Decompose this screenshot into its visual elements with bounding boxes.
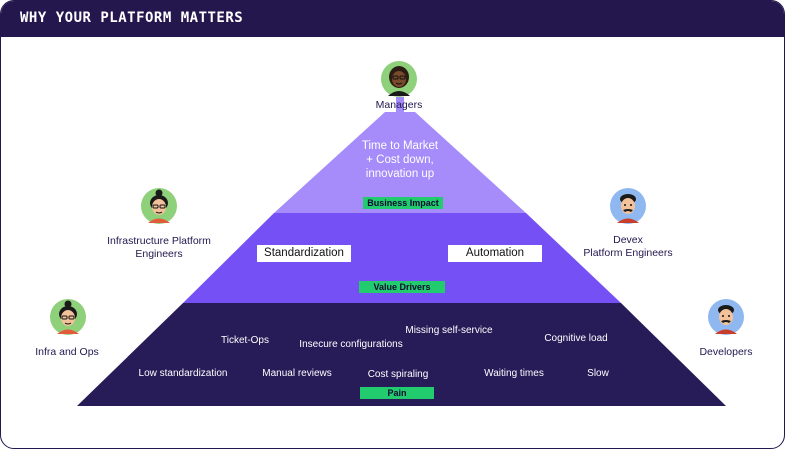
pain-item: Slow xyxy=(587,368,609,379)
infra-platform-label: Infrastructure Platform Engineers xyxy=(107,235,211,260)
devex-label: Devex Platform Engineers xyxy=(583,234,673,259)
infra-ops-avatar xyxy=(50,299,86,335)
pyramid-tier-middle xyxy=(183,213,621,303)
pain-item: Cost spiraling xyxy=(367,369,429,380)
pyramid-tip-connector xyxy=(396,97,404,113)
infra-ops-label: Infra and Ops xyxy=(35,346,99,358)
pain-item: Missing self-service xyxy=(405,325,493,336)
pain-badge: Pain xyxy=(360,387,434,399)
pain-item: Low standardization xyxy=(138,368,228,379)
standardization-box: Standardization xyxy=(257,245,351,262)
managers-avatar xyxy=(381,61,417,97)
devex-avatar xyxy=(610,188,646,224)
page-title: WHY YOUR PLATFORM MATTERS xyxy=(20,10,244,26)
pain-item: Waiting times xyxy=(484,368,544,379)
managers-label: Managers xyxy=(375,99,423,111)
pain-item: Ticket-Ops xyxy=(221,335,269,346)
developers-label: Developers xyxy=(699,346,753,358)
pain-item: Insecure configurations xyxy=(299,339,403,350)
pain-item: Manual reviews xyxy=(262,368,332,379)
pyramid-tier-bottom xyxy=(77,303,726,406)
automation-box: Automation xyxy=(448,245,542,262)
developers-avatar xyxy=(708,299,744,335)
pain-item: Cognitive load xyxy=(544,333,608,344)
value-drivers-badge: Value Drivers xyxy=(359,281,445,293)
pyramid-tier-top xyxy=(274,112,526,213)
infra-platform-avatar xyxy=(141,188,177,224)
business-impact-badge: Business Impact xyxy=(363,197,443,209)
header-bar: WHY YOUR PLATFORM MATTERS xyxy=(1,1,784,37)
business-impact-text: Time to Market + Cost down, innovation u… xyxy=(361,140,439,180)
